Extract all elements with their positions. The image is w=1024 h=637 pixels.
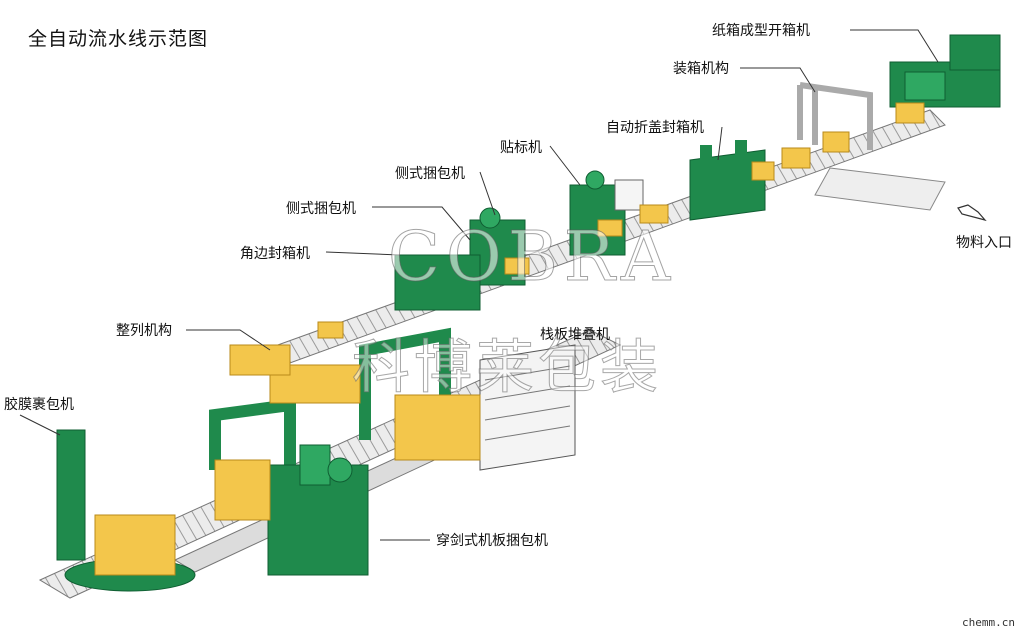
leader-lines <box>19 29 939 541</box>
label-side-strapper-1: 侧式捆包机 <box>395 166 465 182</box>
label-labeler: 贴标机 <box>500 140 542 156</box>
box-stacks <box>94 102 925 576</box>
label-pallet-stacker: 栈板堆叠机 <box>540 327 610 343</box>
inlet-arrow <box>957 204 987 222</box>
case-packer-gantry <box>797 82 873 150</box>
label-pallet-strapper: 穿剑式机板捆包机 <box>436 533 548 549</box>
strapping-arch-upper <box>359 327 451 440</box>
carton-erector-machine <box>889 34 1001 108</box>
label-aligner: 整列机构 <box>116 323 172 339</box>
watermark-latin: COBRA <box>387 218 677 298</box>
label-carton-erector: 纸箱成型开箱机 <box>712 23 810 39</box>
watermark-cjk: 科博莱包装 <box>351 333 663 402</box>
inlet-conveyor <box>814 167 946 211</box>
diagram-title: 全自动流水线示范图 <box>28 28 209 50</box>
auto-flap-sealer-machine <box>689 140 766 221</box>
pallet-strapper-machine <box>209 398 369 576</box>
source-credit: chemm.cn <box>962 616 1015 629</box>
label-side-strapper-2: 侧式捆包机 <box>286 201 356 217</box>
label-stretch-wrapper: 胶膜裹包机 <box>4 397 74 413</box>
label-corner-sealer: 角边封箱机 <box>240 246 310 262</box>
label-auto-flap-sealer: 自动折盖封箱机 <box>606 120 704 136</box>
side-strapper-machine-2 <box>394 254 481 311</box>
label-case-packer: 装箱机构 <box>673 61 729 77</box>
label-material-inlet: 物料入口 <box>956 235 1012 251</box>
